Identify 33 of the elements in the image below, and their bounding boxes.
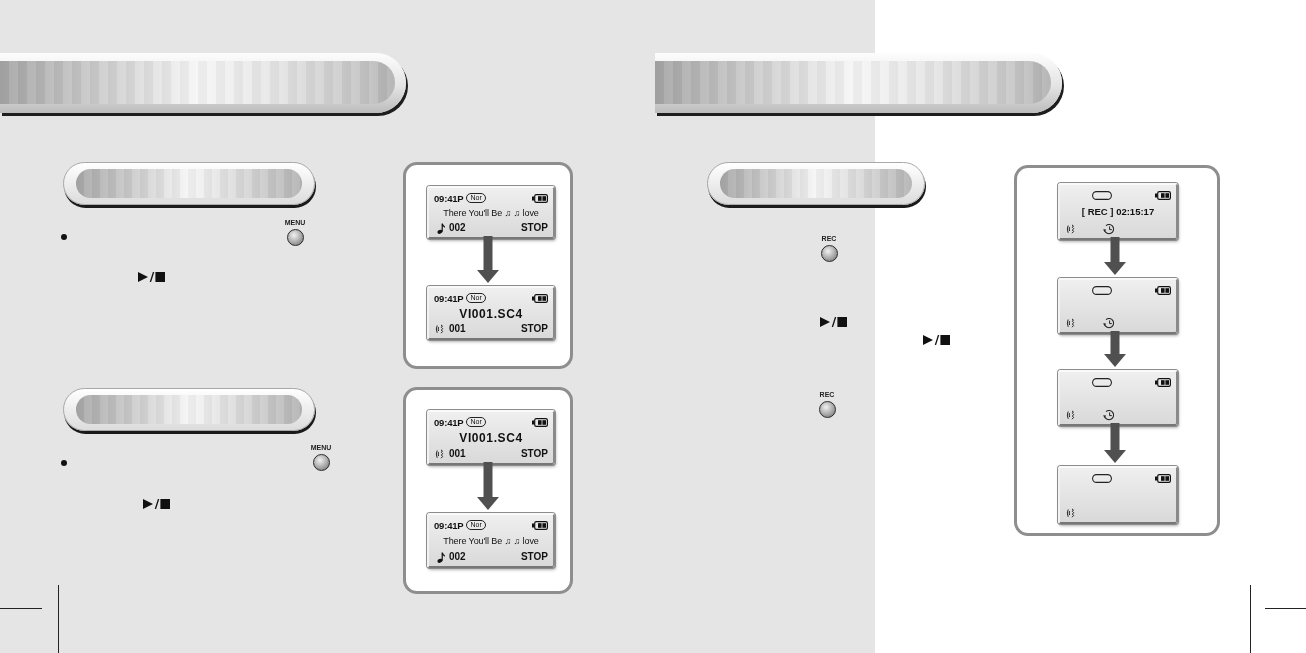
status-text: STOP <box>520 448 548 460</box>
clock-time: 09:41P <box>434 292 464 304</box>
flow-arrow <box>477 236 499 283</box>
screen-panel <box>403 162 573 369</box>
screen-panel <box>1014 165 1220 536</box>
track-number: 002 <box>449 222 466 234</box>
clock-time: 09:41P <box>434 519 464 531</box>
track-title: There You'll Be ♫ ♫ love <box>443 535 539 547</box>
file-name: VI001.SC4 <box>459 306 523 321</box>
flow-arrow <box>1104 237 1126 275</box>
flow-arrow <box>1104 331 1126 367</box>
track-title: There You'll Be ♫ ♫ love <box>443 207 539 219</box>
track-number: 001 <box>449 323 466 335</box>
lcd-screen <box>427 410 555 465</box>
clock-time: 09:41P <box>434 416 464 428</box>
screen-panel <box>403 387 573 594</box>
recording-time: [ REC ] 02:15:17 <box>1081 206 1155 218</box>
status-text: STOP <box>520 222 548 234</box>
flow-arrow <box>1104 423 1126 463</box>
lcd-screen <box>427 286 555 340</box>
clock-time: 09:41P <box>434 192 464 204</box>
lcd-screen <box>427 513 555 568</box>
lcd-screen <box>427 186 555 239</box>
track-number: 002 <box>449 551 466 563</box>
lcd-screen <box>1058 278 1178 334</box>
lcd-screen <box>1058 370 1178 426</box>
flow-arrow <box>477 462 499 510</box>
file-name: VI001.SC4 <box>459 431 523 445</box>
lcd-screen <box>1058 183 1178 240</box>
lcd-screen <box>1058 466 1178 524</box>
status-text: STOP <box>520 551 548 563</box>
status-text: STOP <box>520 323 548 335</box>
track-number: 001 <box>449 448 466 460</box>
